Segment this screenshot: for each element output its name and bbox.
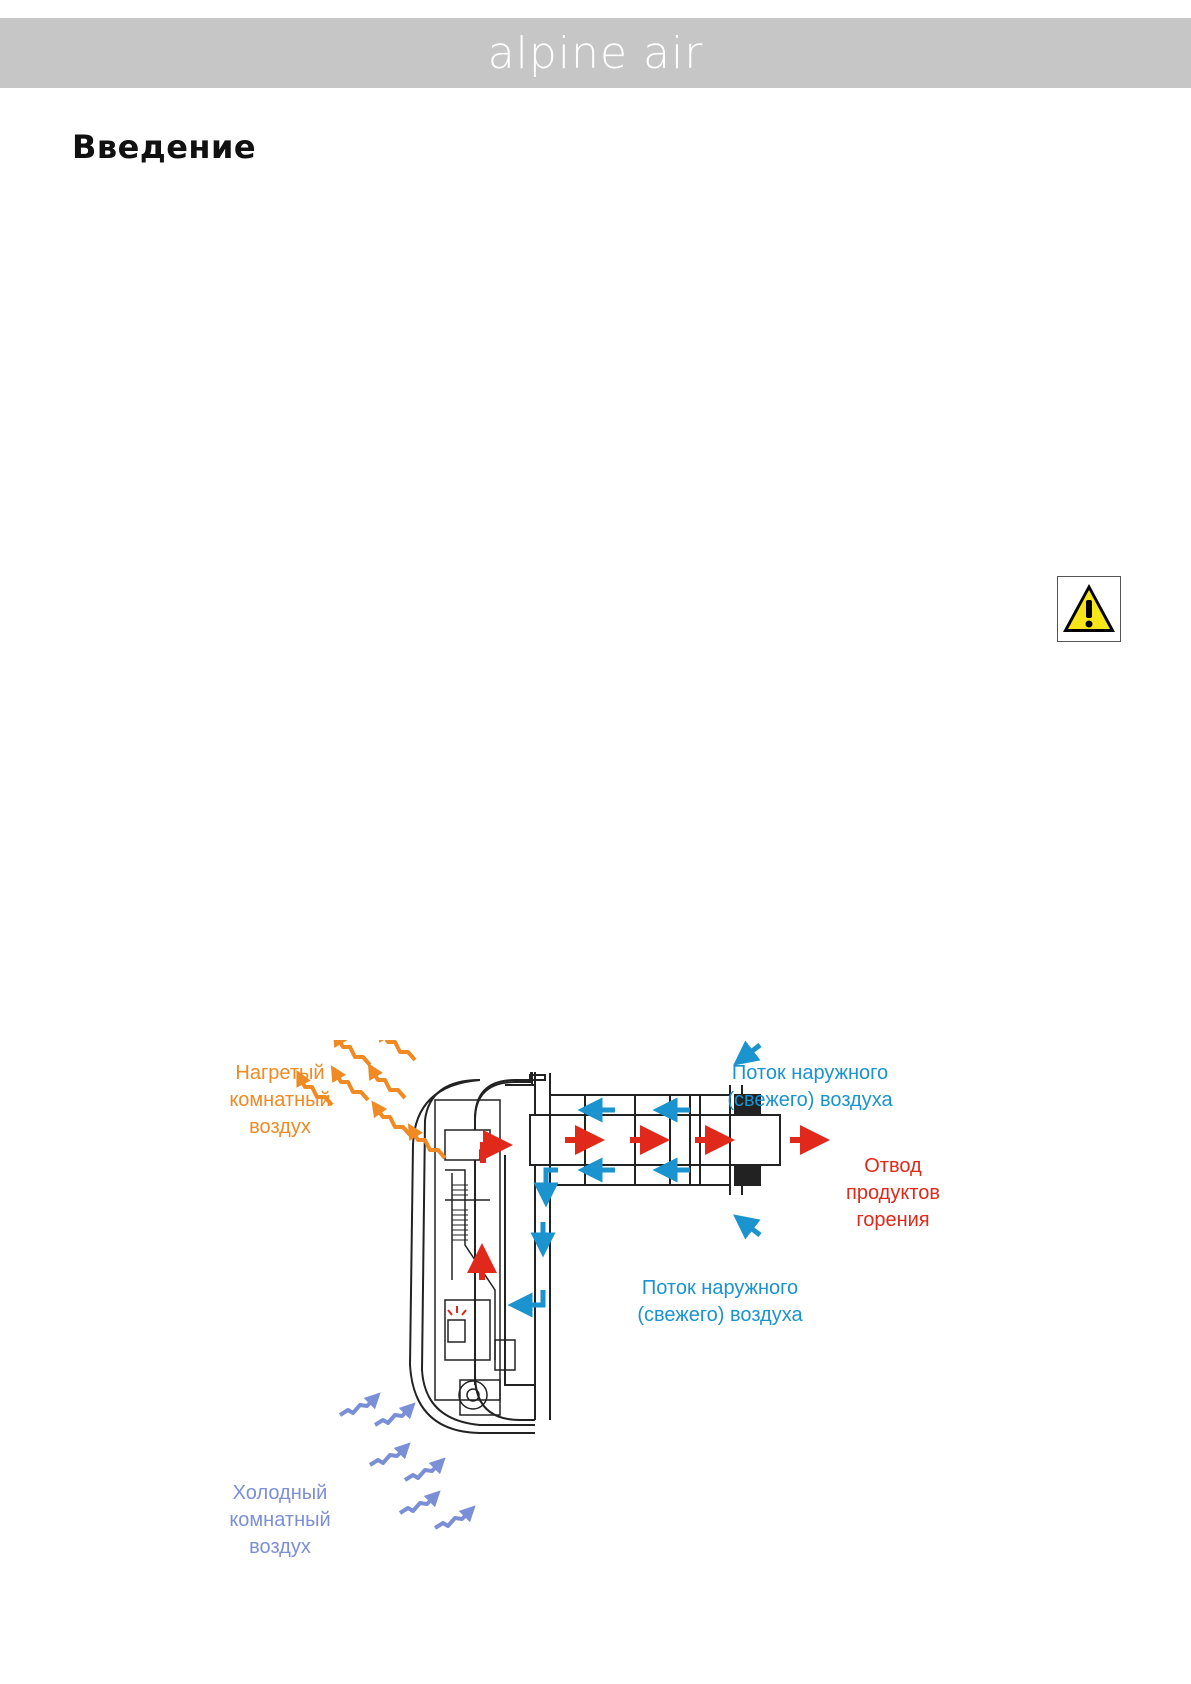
warning-triangle-icon (1057, 576, 1121, 642)
fresh-air-top-label: Поток наружного (свежего) воздуха (727, 1062, 893, 1111)
cold-air-arrows (338, 1392, 476, 1530)
heater-shell (408, 1079, 535, 1434)
fresh-arrow-8 (733, 1040, 762, 1066)
exhaust-arrows (467, 1125, 830, 1280)
fresh-air-arrows (507, 1040, 762, 1318)
exhaust-arrow-1 (480, 1130, 513, 1163)
fresh-air-bottom-label: Поток наружного (свежего) воздуха (637, 1277, 803, 1326)
heater-airflow-diagram: Нагретый комнатный воздух Поток наружног… (190, 1040, 990, 1580)
warm-air-label: Нагретый комнатный воздух (229, 1062, 331, 1138)
fresh-arrow-9 (733, 1214, 762, 1240)
header-bar: alpine air (0, 18, 1191, 88)
cold-air-label: Холодный комнатный воздух (229, 1482, 331, 1558)
exhaust-label: Отвод продуктов горения (846, 1155, 940, 1231)
brand-name: alpine air (487, 28, 704, 79)
burner-flame-icon (447, 1306, 467, 1343)
fresh-arrow-7 (507, 1290, 546, 1318)
fresh-arrow-5 (533, 1167, 559, 1208)
warm-air-arrows (296, 1040, 447, 1160)
section-title: Введение (72, 128, 257, 166)
